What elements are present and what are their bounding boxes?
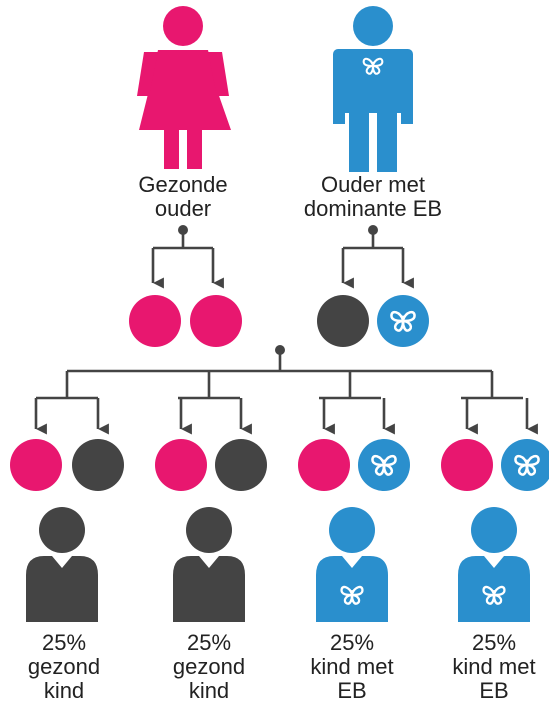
child-4-butterfly-icon (482, 585, 506, 605)
child-label-1: 25% gezond kind (27, 630, 101, 703)
branch-lines-main (67, 350, 492, 373)
parent-2-gene-1 (317, 295, 369, 347)
child-1-gene-2 (72, 439, 124, 491)
child-label-4: 25% kind met EB (452, 630, 536, 703)
child-figure-icon (316, 507, 388, 622)
child-1-gene-1 (10, 439, 62, 491)
child-3-gene-2-butterfly-icon (371, 454, 397, 476)
male-figure-icon (333, 6, 413, 172)
parent-2-gene-2-butterfly-icon (390, 310, 416, 332)
branch-lines-parent-1 (153, 230, 213, 250)
parent-1-gene-2 (190, 295, 242, 347)
child-label-2: 25% gezond kind (172, 630, 246, 703)
child-figure-icon (173, 507, 245, 622)
parent-label-healthy: Gezonde ouder (138, 172, 228, 221)
child-4-gene-1 (441, 439, 493, 491)
child-figure-icon (458, 507, 530, 622)
parent-label-eb: Ouder met dominante EB (303, 172, 443, 221)
child-3-butterfly-icon (340, 585, 364, 605)
female-figure-icon (137, 6, 231, 169)
child-4-gene-2-butterfly-icon (514, 454, 540, 476)
branch-lines-parent-2 (343, 230, 403, 250)
parent-1-gene-1 (129, 295, 181, 347)
child-label-3: 25% kind met EB (310, 630, 394, 703)
child-3-gene-1 (298, 439, 350, 491)
male-figure-butterfly-icon (362, 57, 384, 75)
child-2-gene-2 (215, 439, 267, 491)
child-2-gene-1 (155, 439, 207, 491)
child-figure-icon (26, 507, 98, 622)
